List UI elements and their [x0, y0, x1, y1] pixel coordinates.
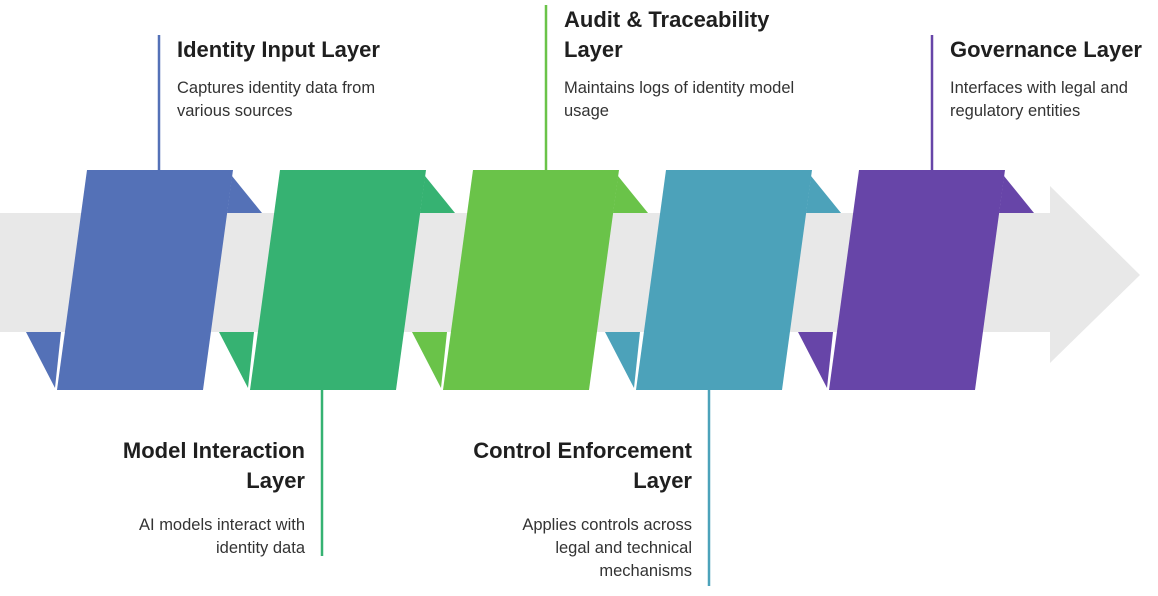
step-title-1: Identity Input Layer: [177, 37, 380, 62]
step-title-2: Model Interaction Layer: [122, 438, 305, 493]
step-title-3: Audit & Traceability Layer: [564, 7, 770, 62]
step-description-3: Maintains logs of identity model usage: [564, 79, 795, 120]
step-label-3: Audit & Traceability Layer Maintains log…: [564, 5, 799, 123]
step-shape-1: [26, 170, 262, 390]
step-label-4: Control Enforcement Layer Applies contro…: [452, 436, 692, 583]
step-shape-5: [798, 170, 1034, 390]
step-shape-4: [605, 170, 841, 390]
step-shape-3: [412, 170, 648, 390]
step-label-1: Identity Input Layer Captures identity d…: [177, 35, 427, 123]
step-description-5: Interfaces with legal and regulatory ent…: [950, 79, 1128, 120]
step-title-4: Control Enforcement Layer: [473, 438, 692, 493]
step-label-5: Governance Layer Interfaces with legal a…: [950, 35, 1155, 123]
step-label-2: Model Interaction Layer AI models intera…: [95, 436, 305, 560]
step-title-5: Governance Layer: [950, 37, 1142, 62]
step-description-4: Applies controls across legal and techni…: [522, 516, 692, 580]
step-description-1: Captures identity data from various sour…: [177, 79, 376, 120]
step-description-2: AI models interact with identity data: [139, 516, 305, 557]
step-shape-2: [219, 170, 455, 390]
